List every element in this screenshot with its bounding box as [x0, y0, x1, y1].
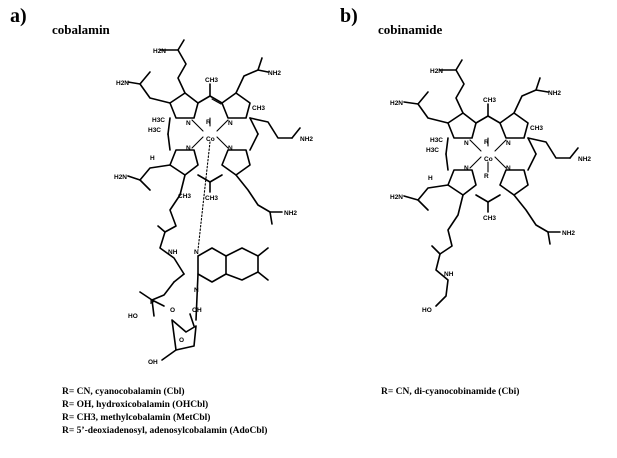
cobinamide-n2: N: [506, 140, 511, 147]
ribose-oh: OH: [192, 307, 202, 314]
amide-top-right: NH2: [268, 70, 281, 77]
cobalt-atom: Co: [206, 136, 215, 143]
cobinamide-cobalt: Co: [484, 156, 493, 163]
nitrogen-4: N: [228, 145, 233, 152]
cobinamide-r-bottom: R: [484, 173, 489, 180]
amide-right-low: NH2: [284, 210, 297, 217]
panel-a-letter: a): [10, 5, 27, 27]
cobinamide-methyl-b: H3C: [430, 137, 443, 144]
benzimidazole-n2: N: [194, 287, 199, 294]
phosphate-o: O: [170, 307, 175, 314]
methyl-b: H3C: [148, 127, 161, 134]
cobinamide-amide-e: H2N: [390, 194, 403, 201]
cobinamide-amide-d: NH2: [578, 156, 591, 163]
cobalamin-structure: [127, 39, 301, 361]
cobinamide-methyl-a: CH3: [483, 97, 496, 104]
amide-right: NH2: [300, 136, 313, 143]
cobinamide-nh: NH: [444, 271, 454, 278]
panel-b-letter: b): [340, 5, 358, 27]
nitrogen-2: N: [228, 120, 233, 127]
cobinamide-r-top: R: [484, 139, 489, 146]
caption-line: R= CH3, methylcobalamin (MetCbl): [62, 413, 211, 423]
cobinamide-amide-b: H2N: [390, 100, 403, 107]
methyl-e: CH3: [178, 193, 191, 200]
phosphate-ho: HO: [128, 313, 138, 320]
cobinamide-n3: N: [464, 165, 469, 172]
hydrogen-label: H: [150, 155, 155, 162]
cobinamide-methyl-d: CH3: [530, 125, 543, 132]
cobinamide-methyl-c: H3C: [426, 147, 439, 154]
amide-nh: NH: [168, 249, 178, 256]
methyl-top: CH3: [205, 77, 218, 84]
cobinamide-amide-c: NH2: [548, 90, 561, 97]
cobinamide-structure: [403, 59, 579, 307]
amide-top-left: H2N: [153, 48, 166, 55]
panel-a-title: cobalamin: [52, 22, 110, 37]
cobinamide-n4: N: [506, 165, 511, 172]
cobinamide-ho: HO: [422, 307, 432, 314]
cobinamide-methyl-e: CH3: [483, 215, 496, 222]
caption-line: R= 5’-deoxiadenosyl, adenosylcobalamin (…: [62, 426, 268, 436]
cobinamide-n1: N: [464, 140, 469, 147]
amide-left: H2N: [116, 80, 129, 87]
cobalamin-captions: R= CN, cyanocobalamin (Cbl) R= OH, hydro…: [62, 386, 267, 438]
phosphorus: P: [150, 299, 155, 306]
cobinamide-amide-a: H2N: [430, 68, 443, 75]
methyl-d: CH3: [205, 195, 218, 202]
caption-line: R= CN, di-cyanocobinamide (Cbi): [381, 387, 520, 397]
nitrogen-3: N: [186, 145, 191, 152]
methyl-a: H3C: [152, 117, 165, 124]
benzimidazole-n1: N: [194, 249, 199, 256]
ribose-oh-2: OH: [148, 359, 158, 366]
methyl-c: CH3: [252, 105, 265, 112]
cobinamide-amide-f: NH2: [562, 230, 575, 237]
axial-r-label: R: [206, 119, 211, 126]
cobinamide-h: H: [428, 175, 433, 182]
caption-line: R= OH, hydroxicobalamin (OHCbl): [62, 400, 209, 410]
panel-b-title: cobinamide: [378, 22, 443, 37]
nitrogen-1: N: [186, 120, 191, 127]
ribose-ring-o: O: [179, 337, 184, 344]
caption-line: R= CN, cyanocobalamin (Cbl): [62, 387, 185, 397]
amide-left-low: H2N: [114, 174, 127, 181]
cobinamide-captions: R= CN, di-cyanocobinamide (Cbi): [381, 386, 519, 399]
